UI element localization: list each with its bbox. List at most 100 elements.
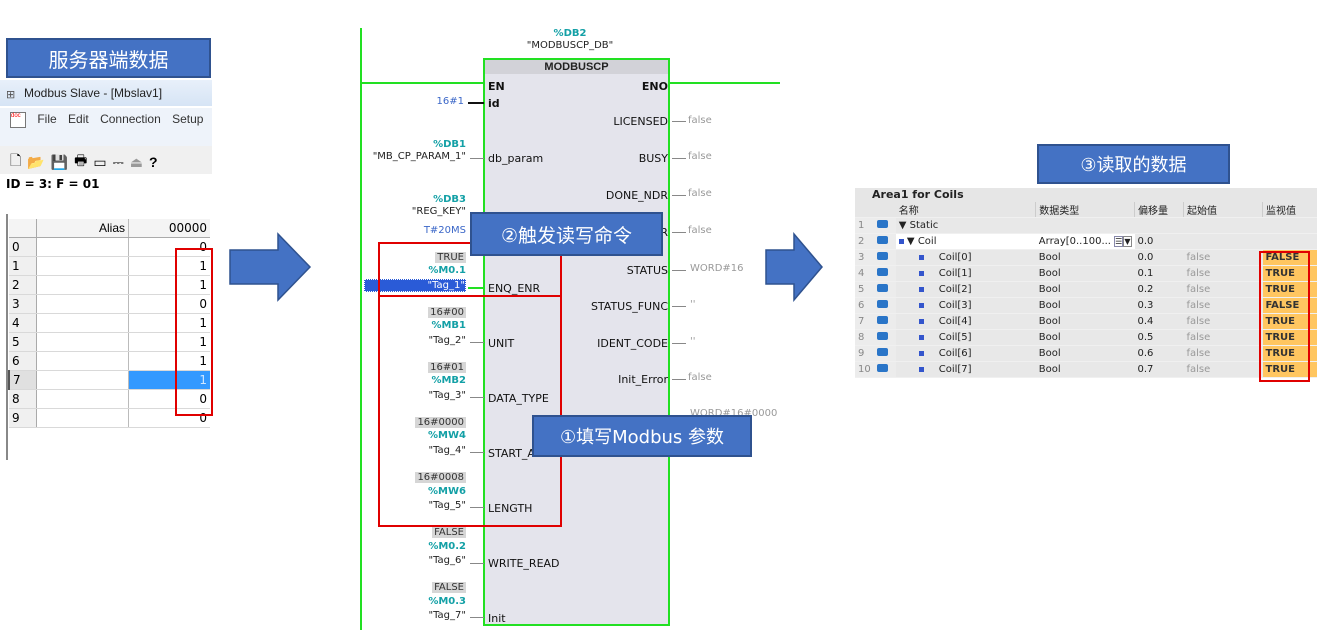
- coil-type: Bool: [1035, 345, 1135, 362]
- alias-cell[interactable]: [36, 370, 129, 390]
- coil-start-value[interactable]: false: [1183, 329, 1263, 346]
- list-icon[interactable]: ☰: [1114, 236, 1124, 247]
- enq-enr-address: %M0.1: [428, 265, 466, 276]
- timer-value[interactable]: T#20MS: [423, 225, 466, 236]
- coil-start-value[interactable]: false: [1183, 265, 1263, 282]
- coil-start-value[interactable]: false: [1183, 281, 1263, 298]
- unit-tag[interactable]: "Tag_2": [428, 335, 467, 346]
- coil-type: Bool: [1035, 265, 1135, 282]
- id-value[interactable]: 16#1: [436, 96, 464, 107]
- dropdown-icon[interactable]: ▼: [1123, 236, 1132, 247]
- init-value: FALSE: [432, 582, 466, 593]
- coil-start-value[interactable]: false: [1183, 361, 1263, 378]
- coil-type: Bool: [1035, 297, 1135, 314]
- start-address-value: 16#0000: [415, 417, 466, 428]
- coil-value-cell[interactable]: 1: [128, 370, 210, 390]
- expand-icon[interactable]: ▼: [898, 220, 907, 231]
- data-type-tag[interactable]: "Tag_3": [428, 390, 467, 401]
- coil-value-cell[interactable]: 0: [128, 389, 210, 409]
- coil-start-value[interactable]: false: [1183, 313, 1263, 330]
- rung-wire-en: [360, 82, 484, 84]
- row-index: 3: [9, 294, 37, 314]
- enq-enr-tag[interactable]: "Tag_1": [364, 279, 466, 292]
- coil-value-cell[interactable]: 1: [128, 351, 210, 371]
- open-icon[interactable]: 📂: [27, 153, 45, 170]
- row-index: 4: [9, 313, 37, 333]
- error-value: false: [688, 225, 712, 236]
- menu-connection[interactable]: Connection: [100, 112, 161, 127]
- db-param-tag[interactable]: "MB_CP_PARAM_1": [372, 151, 466, 162]
- reg-key-tag[interactable]: "REG_KEY": [411, 206, 466, 217]
- save-icon[interactable]: 💾: [50, 153, 69, 170]
- alias-cell[interactable]: [36, 313, 129, 333]
- coil-monitor-value: TRUE: [1262, 265, 1317, 282]
- rung-wire-eno: [670, 82, 780, 84]
- monitor-values-highlight: [1259, 251, 1310, 382]
- busy-value: false: [688, 151, 712, 162]
- print-icon[interactable]: 🖶: [74, 152, 88, 168]
- modbuscp-block[interactable]: MODBUSCP: [483, 58, 670, 626]
- coil-start-value[interactable]: false: [1183, 345, 1263, 362]
- menu-setup[interactable]: Setup: [172, 112, 204, 127]
- length-tag[interactable]: "Tag_5": [428, 500, 467, 511]
- table-row-coil[interactable]: 2 ▼ Coil Array[0..100... ☰▼ 0.0: [855, 233, 1317, 250]
- coil-value-cell[interactable]: 0: [128, 408, 210, 428]
- coil-value-cell[interactable]: 1: [128, 313, 210, 333]
- alias-cell[interactable]: [36, 294, 129, 314]
- window-title: Modbus Slave - [Mbslav1]: [24, 86, 163, 100]
- init-tag[interactable]: "Tag_7": [428, 610, 467, 621]
- variable-icon: [918, 367, 924, 372]
- data-type-address: %MB2: [431, 375, 466, 386]
- alias-cell[interactable]: [36, 389, 129, 409]
- coil-monitor-value: FALSE: [1262, 249, 1317, 266]
- coil-start-value[interactable]: false: [1183, 249, 1263, 266]
- start-address-tag[interactable]: "Tag_4": [428, 445, 467, 456]
- connect-icon[interactable]: ⎓: [112, 153, 124, 170]
- table-row-static[interactable]: 1 ▼ Static: [855, 217, 1317, 234]
- coil-value-cell[interactable]: 1: [128, 256, 210, 276]
- coil-value-cell[interactable]: 1: [128, 275, 210, 295]
- disconnect-icon[interactable]: ⏏: [129, 153, 144, 170]
- variable-icon: [918, 335, 924, 340]
- alias-cell[interactable]: [36, 275, 129, 295]
- alias-cell[interactable]: [36, 256, 129, 276]
- coil-value-cell[interactable]: 1: [128, 332, 210, 352]
- alias-cell[interactable]: [36, 408, 129, 428]
- coil-start-value[interactable]: false: [1183, 297, 1263, 314]
- coil-value-cell[interactable]: 0: [128, 237, 210, 257]
- help-icon[interactable]: ?: [149, 154, 158, 170]
- menu-edit[interactable]: Edit: [68, 112, 89, 127]
- instance-db-name: "MODBUSCP_DB": [526, 40, 614, 51]
- alias-cell[interactable]: [36, 332, 129, 352]
- write-read-tag[interactable]: "Tag_6": [428, 555, 467, 566]
- new-icon[interactable]: 🗋: [10, 152, 22, 168]
- window-icon[interactable]: ▭: [93, 153, 107, 170]
- coil-value-cell[interactable]: 0: [128, 294, 210, 314]
- pin-init: Init: [488, 612, 506, 625]
- reg-key-address: %DB3: [433, 194, 466, 205]
- expand-icon[interactable]: ▼: [906, 236, 915, 247]
- menu-file[interactable]: File: [37, 112, 57, 127]
- alias-cell[interactable]: [36, 351, 129, 371]
- pin-enq-enr: ENQ_ENR: [488, 282, 541, 295]
- coil-monitor-value: TRUE: [1262, 361, 1317, 378]
- alias-cell[interactable]: [36, 237, 129, 257]
